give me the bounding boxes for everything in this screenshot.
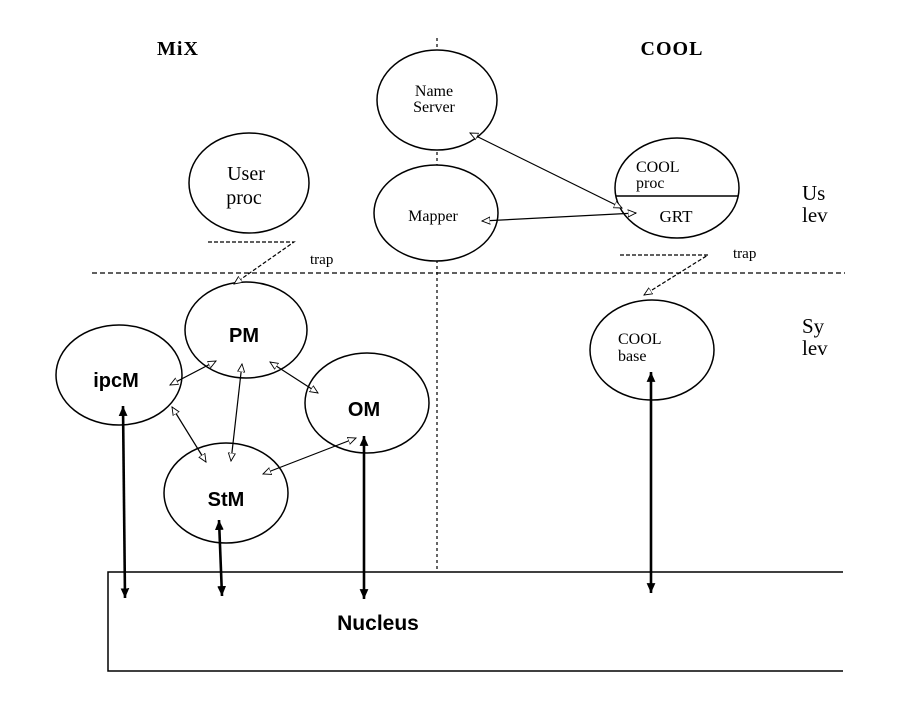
grt-label: GRT [660,207,694,226]
ipcm-stm-arrow [172,407,206,462]
svg-text:StM: StM [208,489,245,511]
nameserver-grt-arrow [470,132,622,209]
svg-text:Mapper: Mapper [408,208,458,225]
svg-text:OM: OM [348,399,380,421]
stm-nucleus-arrow [214,519,227,597]
ipcm-nucleus-arrow [118,405,130,599]
ipcm-node: ipcM [55,324,183,426]
pm-node: PM [184,281,308,379]
trap-left-signal: trap [208,241,333,284]
om-stm-arrow [263,438,356,474]
svg-text:PM: PM [229,325,259,347]
thin-connectors [170,132,636,474]
nucleus-box: Nucleus [107,571,843,672]
svg-text:ipcM: ipcM [93,370,139,392]
pm-om-arrow [270,362,318,393]
mix-title: MiX [157,38,199,60]
cool-title: COOL [641,38,704,60]
mapper-node: Mapper [373,164,499,262]
mapper-grt-arrow [482,213,636,221]
om-node: OM [304,352,430,454]
pm-stm-arrow [231,364,242,461]
nucleus-connectors [118,372,656,599]
svg-text:trap: trap [733,246,756,262]
svg-text:Nucleus: Nucleus [337,612,419,635]
pm-ipcm-arrow [170,360,216,386]
stm-node: StM [163,442,289,544]
trap-right-signal: trap [620,246,756,295]
svg-text:trap: trap [310,252,333,268]
